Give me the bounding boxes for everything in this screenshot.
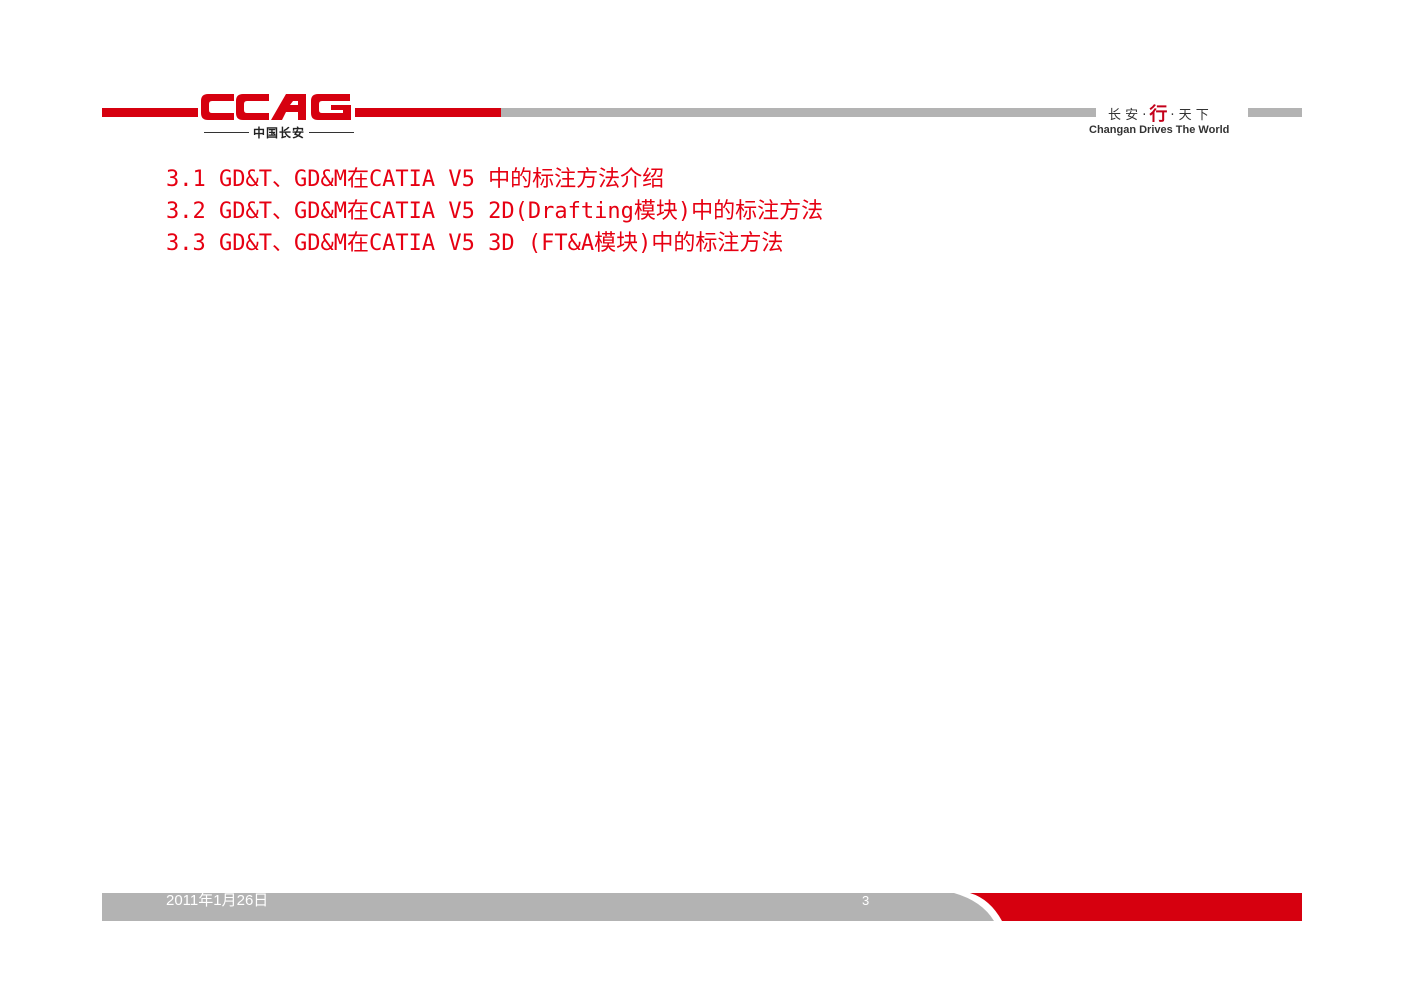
slogan-cn-part1: 长 安 ·	[1108, 107, 1147, 123]
header-red-band-left	[102, 108, 198, 117]
slogan-chinese: 长 安 · 行 · 天 下	[1108, 104, 1209, 125]
section-item: 3.2 GD&T、GD&M在CATIA V5 2D(Drafting模块)中的标…	[166, 199, 824, 224]
header-red-band-right	[355, 108, 501, 117]
logo-subtitle: 中国长安	[204, 124, 355, 140]
section-list: 3.1 GD&T、GD&M在CATIA V5 中的标注方法介绍 3.2 GD&T…	[166, 164, 823, 260]
slogan-cn-part2: · 天 下	[1170, 107, 1209, 123]
footer-band	[102, 893, 1302, 921]
header-gray-band	[501, 108, 1096, 117]
header-gray-band-end	[1248, 108, 1302, 117]
ccag-logo	[198, 92, 356, 122]
slogan-english: Changan Drives The World	[1089, 124, 1230, 136]
slogan-cn-calligraphy: 行	[1149, 104, 1168, 125]
section-item: 3.3 GD&T、GD&M在CATIA V5 3D (FT&A模块)中的标注方法	[166, 231, 784, 256]
footer-date: 2011年1月26日	[166, 892, 269, 909]
section-item: 3.1 GD&T、GD&M在CATIA V5 中的标注方法介绍	[166, 167, 665, 192]
page-number: 3	[862, 893, 870, 908]
